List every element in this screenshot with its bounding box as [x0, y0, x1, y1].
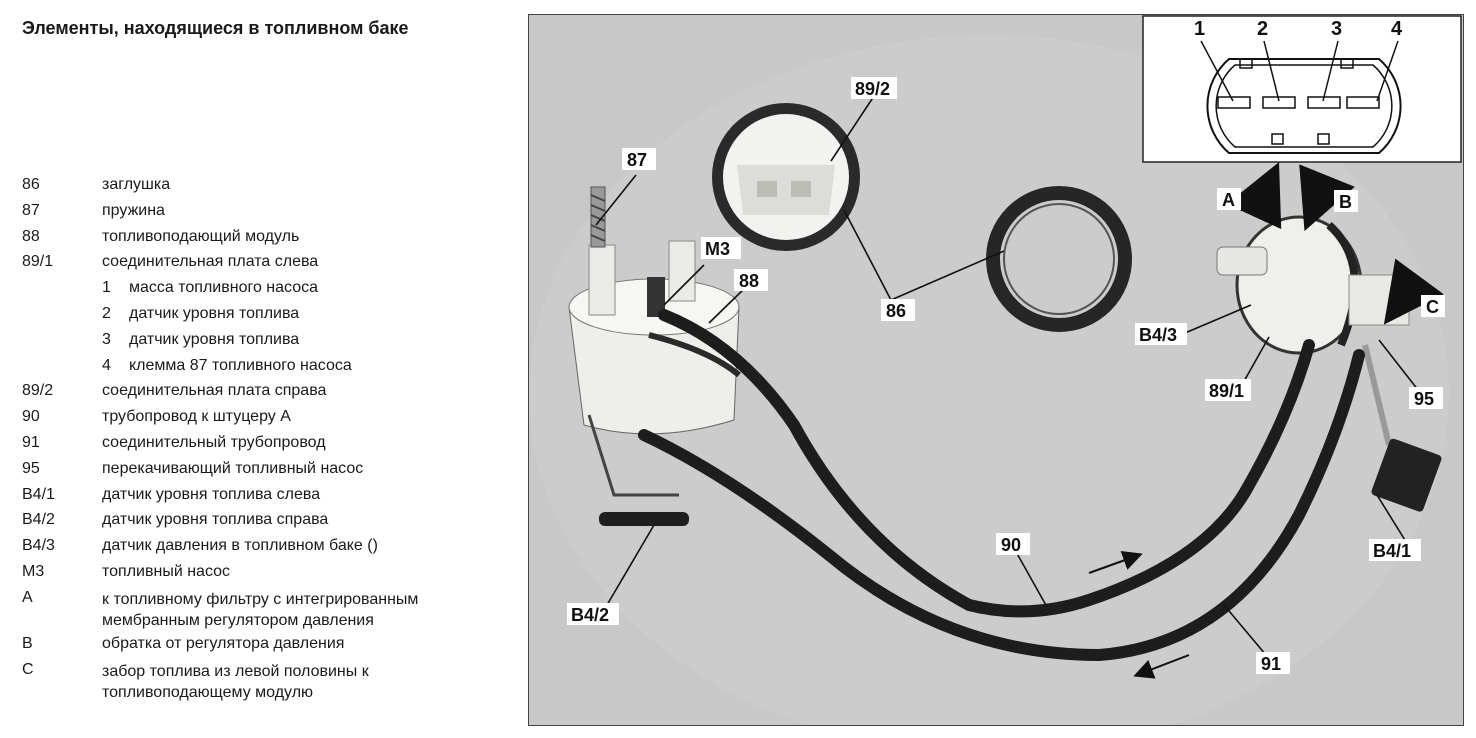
leader-lines [595, 92, 1423, 662]
legend-subitem: 4 клемма 87 топливного насоса [22, 357, 512, 375]
legend-text: топливоподающий модуль [102, 227, 300, 245]
fuel-supply-module [568, 186, 740, 526]
legend-item: 95 перекачивающий топливный насос [22, 460, 512, 478]
legend-code: A [22, 588, 33, 606]
legend-item: 89/1 соединительная плата слева [22, 253, 512, 271]
label-87: 87 [627, 150, 647, 170]
legend-text: заглушка [102, 176, 171, 193]
legend-text: обратка от регулятора давления [102, 634, 345, 652]
legend-text: соединительная плата слева [102, 253, 319, 271]
legend-code: 90 [22, 408, 40, 426]
legend-item: B4/1 датчик уровня топлива слева [22, 486, 512, 504]
legend-text: перекачивающий топливный насос [102, 459, 364, 477]
legend-code: B4/1 [22, 485, 55, 503]
label-b4-3: B4/3 [1139, 325, 1177, 345]
label-90: 90 [1001, 535, 1021, 555]
legend-text: к топливному фильтру с интегрированным м… [102, 590, 419, 629]
page-title: Элементы, находящиеся в топливном баке [22, 18, 409, 38]
legend-text: топливный насос [102, 562, 231, 580]
label-c: C [1426, 297, 1439, 317]
seal-ring [986, 186, 1132, 332]
legend-code: M3 [22, 562, 45, 580]
legend-code: B [22, 634, 33, 652]
legend-code: 87 [22, 201, 40, 219]
fuel-hoses [638, 309, 1365, 662]
legend-subitem: 1 масса топливного насоса [22, 279, 512, 297]
legend-subitem-num: 2 [102, 304, 111, 322]
label-89-1: 89/1 [1209, 381, 1244, 401]
label-a: A [1222, 190, 1235, 210]
label-88: 88 [739, 271, 759, 291]
legend-item: 90 трубопровод к штуцеру А [22, 408, 512, 426]
legend-text: датчик уровня топлива справа [102, 511, 329, 529]
legend-subitem: 2 датчик уровня топлива [22, 305, 512, 323]
flow-arrows [1088, 162, 1444, 679]
legend-item: B4/3 датчик давления в топливном баке () [22, 537, 512, 555]
legend-text: датчик уровня топлива слева [102, 485, 321, 503]
connector-pin-label: 4 [1391, 18, 1403, 40]
legend-subitem-num: 1 [102, 279, 111, 297]
connector-pin-label: 2 [1257, 18, 1268, 40]
legend-text: датчик уровня топлива [129, 304, 300, 322]
connector-inset: 1 2 3 4 [1142, 15, 1462, 163]
legend-text: датчик уровня топлива [129, 330, 300, 348]
label-86: 86 [886, 301, 906, 321]
legend-text: трубопровод к штуцеру А [102, 408, 291, 426]
legend-code: B4/3 [22, 537, 55, 555]
legend-subitem-num: 4 [102, 356, 111, 374]
connector-pin-label: 3 [1331, 18, 1342, 40]
component-photo: 1 2 3 4 [528, 14, 1464, 726]
legend-item: 89/2 соединительная плата справа [22, 382, 512, 400]
label-m3: M3 [705, 239, 730, 259]
legend-code: B4/2 [22, 511, 55, 529]
cover-plate [712, 103, 860, 251]
legend-item: 88 топливоподающий модуль [22, 228, 512, 246]
label-95: 95 [1414, 389, 1434, 409]
legend-text: забор топлива из левой половины к топлив… [102, 662, 369, 701]
legend-text: клемма 87 топливного насоса [129, 356, 352, 374]
legend-item: M3 топливный насос [22, 563, 512, 581]
legend-subitem-num: 3 [102, 330, 111, 348]
right-module [1216, 215, 1442, 512]
legend-code: 91 [22, 433, 40, 451]
legend-item: 86 заглушка [22, 176, 512, 194]
component-diagram: 1 2 3 4 [529, 15, 1463, 725]
legend-text: соединительная плата справа [102, 382, 327, 400]
label-b: B [1339, 192, 1352, 212]
legend-text: соединительный трубопровод [102, 433, 326, 451]
legend-code: 89/1 [22, 253, 54, 271]
legend-text: датчик давления в топливном баке () [102, 537, 378, 555]
label-b4-2: B4/2 [571, 605, 609, 625]
legend-subitem: 3 датчик уровня топлива [22, 331, 512, 349]
legend-code: 86 [22, 176, 40, 193]
legend-code: 89/2 [22, 382, 54, 400]
legend-item: B4/2 датчик уровня топлива справа [22, 511, 512, 529]
legend-text: пружина [102, 201, 165, 219]
legend-text: масса топливного насоса [129, 279, 318, 297]
legend-list: 86 заглушка 87 пружина 88 топливоподающий м… [22, 176, 512, 707]
legend-code: C [22, 660, 34, 678]
legend-code: 88 [22, 227, 40, 245]
connector-pin-label: 1 [1194, 18, 1205, 40]
legend-item: 91 соединительный трубопровод [22, 434, 512, 452]
label-89-2: 89/2 [855, 79, 890, 99]
legend-item: 87 пружина [22, 202, 512, 220]
legend-code: 95 [22, 459, 40, 477]
label-b4-1: B4/1 [1373, 541, 1411, 561]
callout-labels: 87 89/2 M3 88 86 A B C B4/3 89/1 95 B4/1… [567, 77, 1445, 674]
label-91: 91 [1261, 654, 1281, 674]
